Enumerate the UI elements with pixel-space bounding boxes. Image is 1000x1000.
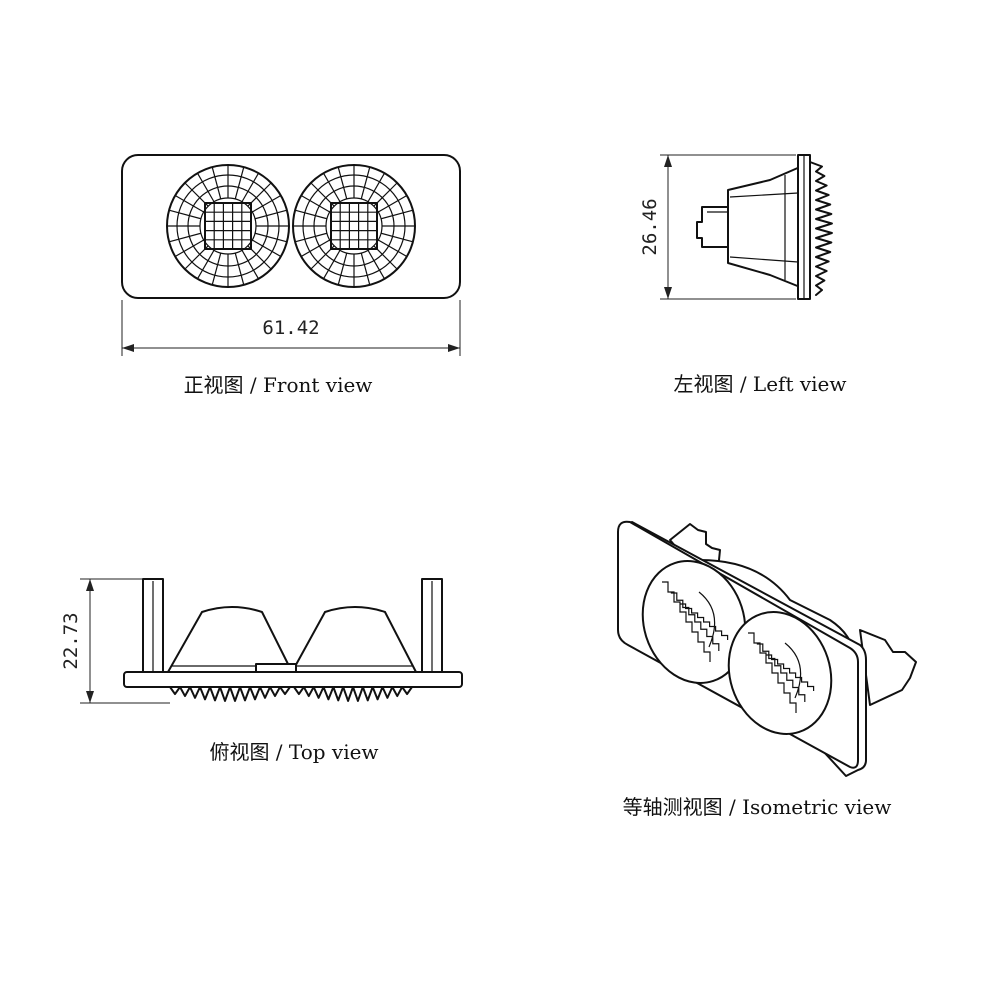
isometric-view-lens-facets	[662, 581, 815, 713]
front-view-lens-left	[166, 164, 290, 288]
top-view-cone-left	[167, 606, 293, 673]
left-view-caption: 左视图 / Left view	[673, 372, 846, 396]
left-view-arrow-bottom	[664, 287, 672, 299]
top-view-dimension-value: 22.73	[60, 612, 82, 669]
left-view-dimension-value: 26.46	[639, 198, 661, 255]
top-view-base-plate	[123, 671, 463, 688]
left-view-clip-tab	[696, 206, 731, 248]
left-view: 26.46 左视图 / Left view	[639, 154, 847, 396]
isometric-view: 等轴测视图 / Isometric view	[617, 520, 917, 819]
isometric-view-caption: 等轴测视图 / Isometric view	[623, 795, 892, 819]
front-view-arrow-left	[122, 344, 134, 352]
front-view: 61.42 正视图 / Front view	[121, 154, 461, 397]
isometric-view-clip-tab-bottom	[859, 629, 917, 706]
left-view-lens-facets	[809, 161, 833, 296]
front-view-arrow-right	[448, 344, 460, 352]
left-view-reflector-body	[727, 166, 801, 288]
top-view-cone-right	[291, 606, 417, 673]
left-view-arrow-top	[664, 155, 672, 167]
front-view-caption: 正视图 / Front view	[184, 373, 373, 397]
front-view-housing	[121, 154, 461, 299]
front-view-lens-right	[292, 164, 416, 288]
top-view-arrow-bottom	[86, 691, 94, 703]
top-view: 22.73 俯视图 / Top view	[60, 578, 463, 764]
top-view-arrow-top	[86, 579, 94, 591]
top-view-caption: 俯视图 / Top view	[209, 740, 378, 764]
front-view-dimension-value: 61.42	[262, 317, 319, 339]
top-view-lens-teeth	[169, 686, 413, 702]
